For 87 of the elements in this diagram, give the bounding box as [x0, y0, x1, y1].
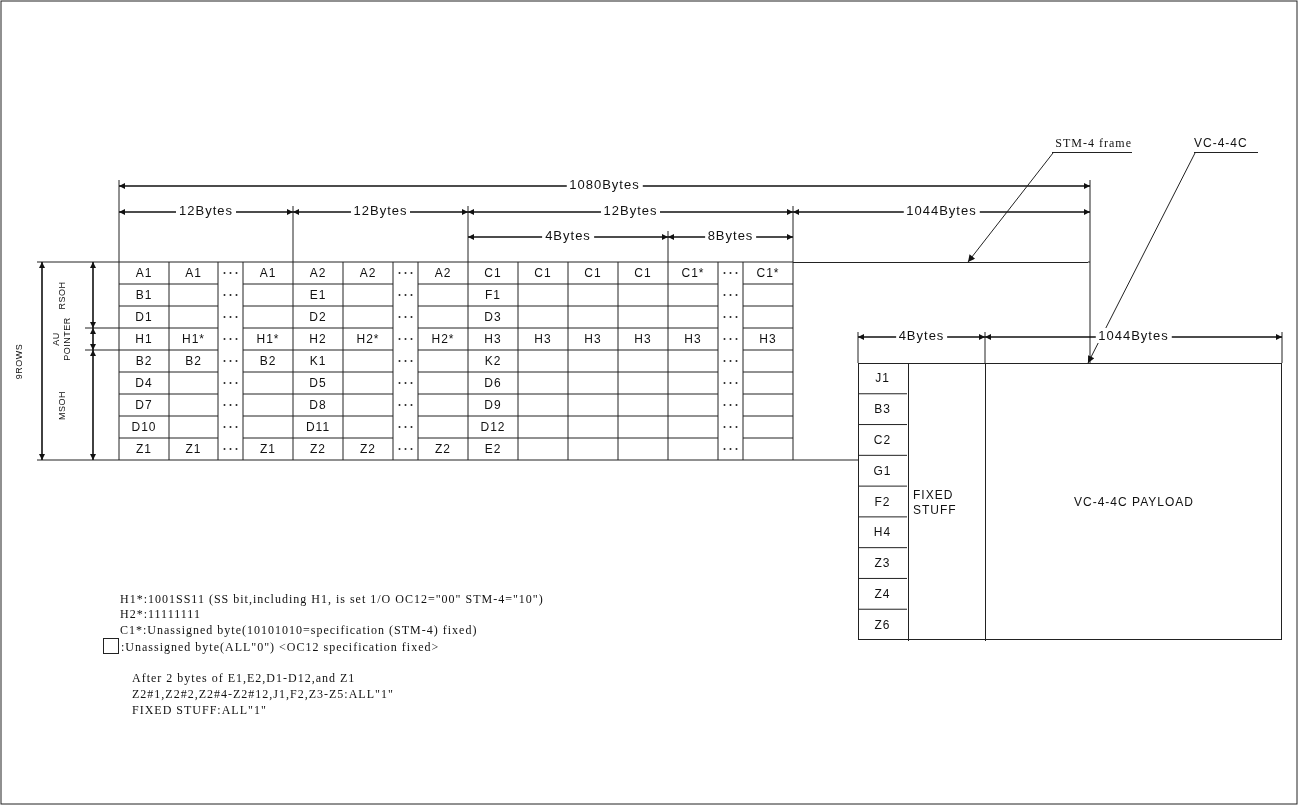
byte-code: D12: [479, 420, 507, 434]
byte-code: Z3: [873, 556, 892, 571]
dimension-label: 12Bytes: [600, 203, 661, 218]
legend-text: :Unassigned byte(ALL"0") <OC12 specification fixed>: [121, 640, 440, 654]
byte-code: J1: [874, 371, 891, 386]
byte-code: D5: [308, 376, 328, 390]
byte-code: B2: [258, 354, 278, 368]
leader-label: VC-4-4C: [1194, 136, 1258, 153]
byte-code: E2: [483, 442, 503, 456]
byte-code: A1: [258, 266, 278, 280]
byte-code: A2: [433, 266, 453, 280]
byte-code: A2: [358, 266, 378, 280]
container-box: [858, 363, 1282, 640]
leader-line: [967, 152, 1054, 263]
byte-code: F2: [873, 494, 892, 509]
byte-code: H3: [583, 332, 603, 346]
byte-code: A1: [134, 266, 154, 280]
byte-code: A2: [308, 266, 328, 280]
byte-code: Z1: [184, 442, 203, 456]
byte-code: E1: [308, 288, 328, 302]
dimension-label: 8Bytes: [704, 228, 757, 243]
section-label: RSOH: [56, 281, 68, 309]
byte-code: C1: [633, 266, 653, 280]
note-text: Z2#1,Z2#2,Z2#4-Z2#12,J1,F2,Z3-Z5:ALL"1": [132, 687, 394, 701]
dimension-label: 1080Bytes: [566, 177, 643, 192]
byte-code: H3: [683, 332, 703, 346]
leader-line: [1087, 152, 1196, 364]
dimension-label: 4Bytes: [542, 228, 594, 243]
byte-code: A1: [184, 266, 203, 280]
byte-code: B2: [184, 354, 203, 368]
note-text: C1*:Unassigned byte(10101010=specification (STM-4) fixed): [120, 623, 478, 637]
byte-code: F1: [484, 288, 502, 302]
dimension-label: 12Bytes: [176, 203, 236, 218]
byte-code: C1: [583, 266, 603, 280]
leader-label: STM-4 frame: [1052, 136, 1132, 153]
byte-code: Z2: [359, 442, 377, 456]
byte-code: H4: [872, 525, 893, 540]
byte-code: H3: [633, 332, 653, 346]
byte-code: D8: [308, 398, 328, 412]
byte-code: B3: [873, 402, 892, 417]
byte-code: Z4: [873, 586, 892, 601]
section-label: MSOH: [56, 390, 68, 420]
byte-code: D1: [134, 310, 154, 324]
byte-code: Z6: [873, 617, 892, 632]
byte-code: C1*: [680, 266, 706, 280]
byte-code: D7: [134, 398, 154, 412]
byte-code: Z1: [259, 442, 277, 456]
note-text: H1*:1001SS11 (SS bit,including H1, is set 1/O OC12="00" STM-4="10"): [120, 592, 544, 606]
byte-code: Z1: [135, 442, 153, 456]
byte-code: D11: [304, 420, 332, 434]
byte-code: G1: [872, 463, 893, 478]
byte-code: D4: [134, 376, 154, 390]
byte-code: H1*: [181, 332, 206, 346]
byte-code: Z2: [434, 442, 452, 456]
byte-code: H3: [758, 332, 778, 346]
dimension-label: 4Bytes: [895, 328, 948, 343]
byte-code: H2*: [430, 332, 456, 346]
section-label: AU POINTER: [50, 317, 73, 361]
byte-code: K1: [308, 354, 328, 368]
byte-code: B1: [134, 288, 154, 302]
dimension-label: 1044Bytes: [1095, 328, 1172, 343]
byte-code: C2: [872, 432, 893, 447]
byte-code: K2: [483, 354, 503, 368]
byte-code: B2: [134, 354, 154, 368]
byte-code: D2: [308, 310, 328, 324]
note-text: FIXED STUFF:ALL"1": [132, 703, 267, 717]
byte-code: H1*: [255, 332, 281, 346]
byte-code: H3: [483, 332, 503, 346]
byte-code: D3: [483, 310, 503, 324]
byte-code: H2: [308, 332, 328, 346]
byte-code: D10: [130, 420, 158, 434]
byte-code: C1: [533, 266, 553, 280]
byte-code: D6: [483, 376, 503, 390]
byte-code: D9: [483, 398, 503, 412]
fixed-stuff-area: FIXED STUFF: [908, 364, 986, 641]
dimension-label: 12Bytes: [350, 203, 411, 218]
note-text: After 2 bytes of E1,E2,D1-D12,and Z1: [132, 671, 356, 685]
note-text: H2*:11111111: [120, 607, 201, 621]
byte-code: Z2: [309, 442, 327, 456]
byte-code: H3: [533, 332, 553, 346]
dimension-label: 1044Bytes: [903, 203, 980, 218]
payload-area: VC-4-4C PAYLOAD: [986, 364, 1282, 641]
row-count-label: 9ROWS: [14, 343, 26, 379]
byte-code: C1*: [755, 266, 781, 280]
byte-code: H2*: [355, 332, 381, 346]
byte-code: C1: [483, 266, 503, 280]
byte-code: H1: [134, 332, 154, 346]
